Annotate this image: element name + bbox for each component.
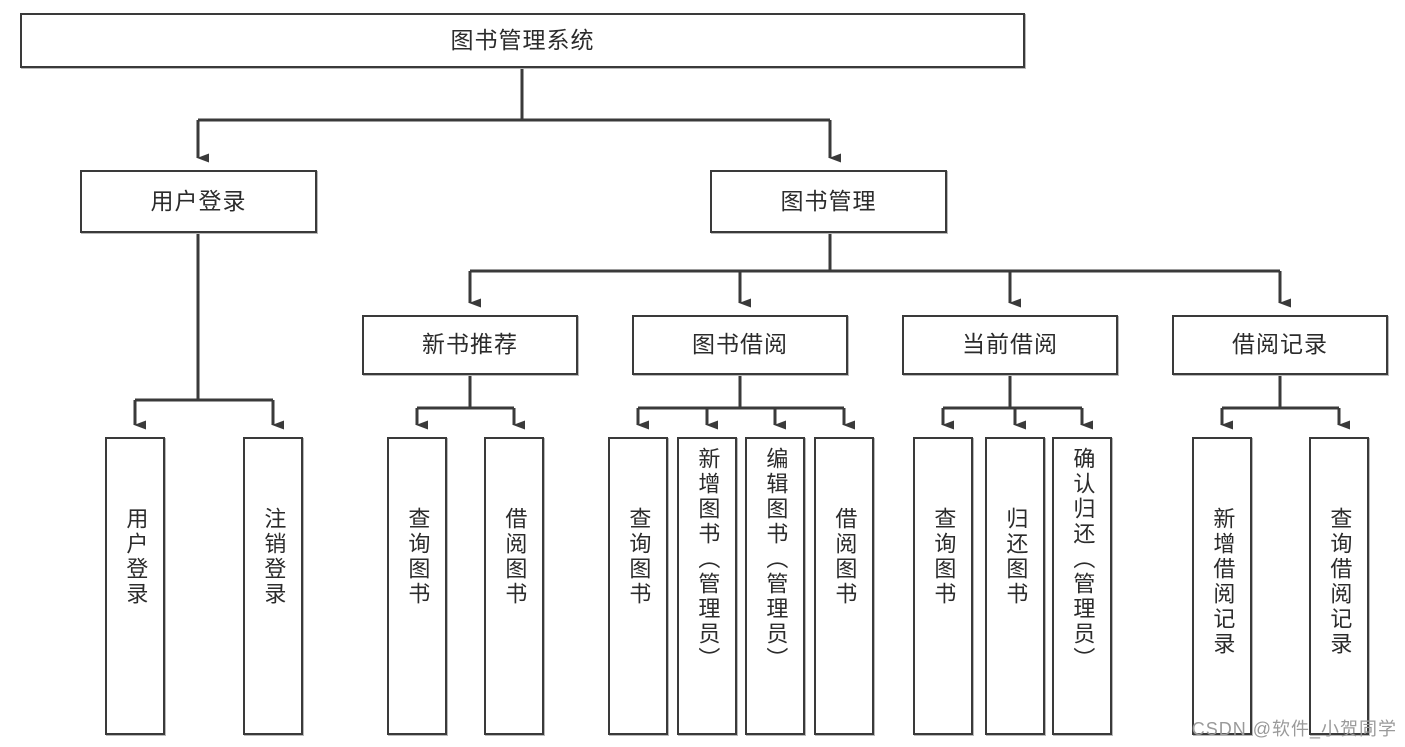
node-book-manage-label: 图书管理 <box>780 187 877 214</box>
node-leaf-query-book-rec[interactable]: 查询图书 <box>387 437 447 735</box>
node-leaf-user-logout[interactable]: 注销登录 <box>243 437 303 735</box>
node-leaf-add-book[interactable]: 新增图书（管理员） <box>677 437 737 735</box>
node-leaf-return-book[interactable]: 归还图书 <box>985 437 1045 735</box>
node-book-manage[interactable]: 图书管理 <box>710 170 947 233</box>
node-new-book-rec[interactable]: 新书推荐 <box>362 315 578 375</box>
node-leaf-add-borrow-record-label: 新增借阅记录 <box>1210 507 1236 657</box>
node-leaf-user-login-label: 用户登录 <box>123 507 149 607</box>
node-leaf-user-logout-label: 注销登录 <box>261 507 287 607</box>
node-leaf-return-book-label: 归还图书 <box>1003 507 1029 607</box>
node-leaf-user-login[interactable]: 用户登录 <box>105 437 165 735</box>
node-borrow-record-label: 借阅记录 <box>1232 331 1328 358</box>
node-root[interactable]: 图书管理系统 <box>20 13 1025 68</box>
node-leaf-query-book-borrow[interactable]: 查询图书 <box>608 437 668 735</box>
node-leaf-query-book-cur[interactable]: 查询图书 <box>913 437 973 735</box>
node-leaf-add-borrow-record[interactable]: 新增借阅记录 <box>1192 437 1252 735</box>
node-book-borrow[interactable]: 图书借阅 <box>632 315 848 375</box>
node-leaf-borrow-book-label: 借阅图书 <box>832 507 858 607</box>
node-current-borrow[interactable]: 当前借阅 <box>902 315 1118 375</box>
node-user-login[interactable]: 用户登录 <box>80 170 317 233</box>
watermark: CSDN @软件_小贺同学 <box>1191 719 1397 739</box>
node-root-label: 图书管理系统 <box>450 26 595 53</box>
node-leaf-query-book-rec-label: 查询图书 <box>405 507 431 607</box>
node-leaf-borrow-book[interactable]: 借阅图书 <box>814 437 874 735</box>
node-leaf-confirm-return-label: 确认归还（管理员） <box>1070 447 1096 672</box>
node-leaf-query-borrow-record[interactable]: 查询借阅记录 <box>1309 437 1369 735</box>
node-new-book-rec-label: 新书推荐 <box>422 331 518 358</box>
node-leaf-query-book-borrow-label: 查询图书 <box>626 507 652 607</box>
node-leaf-query-borrow-record-label: 查询借阅记录 <box>1327 507 1353 657</box>
node-leaf-edit-book[interactable]: 编辑图书（管理员） <box>745 437 805 735</box>
node-book-borrow-label: 图书借阅 <box>692 331 788 358</box>
node-leaf-query-book-cur-label: 查询图书 <box>931 507 957 607</box>
node-leaf-borrow-book-rec-label: 借阅图书 <box>502 507 528 607</box>
node-leaf-borrow-book-rec[interactable]: 借阅图书 <box>484 437 544 735</box>
node-user-login-label: 用户登录 <box>150 187 247 214</box>
node-leaf-add-book-label: 新增图书（管理员） <box>695 447 721 672</box>
node-leaf-confirm-return[interactable]: 确认归还（管理员） <box>1052 437 1112 735</box>
node-borrow-record[interactable]: 借阅记录 <box>1172 315 1388 375</box>
node-current-borrow-label: 当前借阅 <box>962 331 1058 358</box>
node-leaf-edit-book-label: 编辑图书（管理员） <box>763 447 789 672</box>
